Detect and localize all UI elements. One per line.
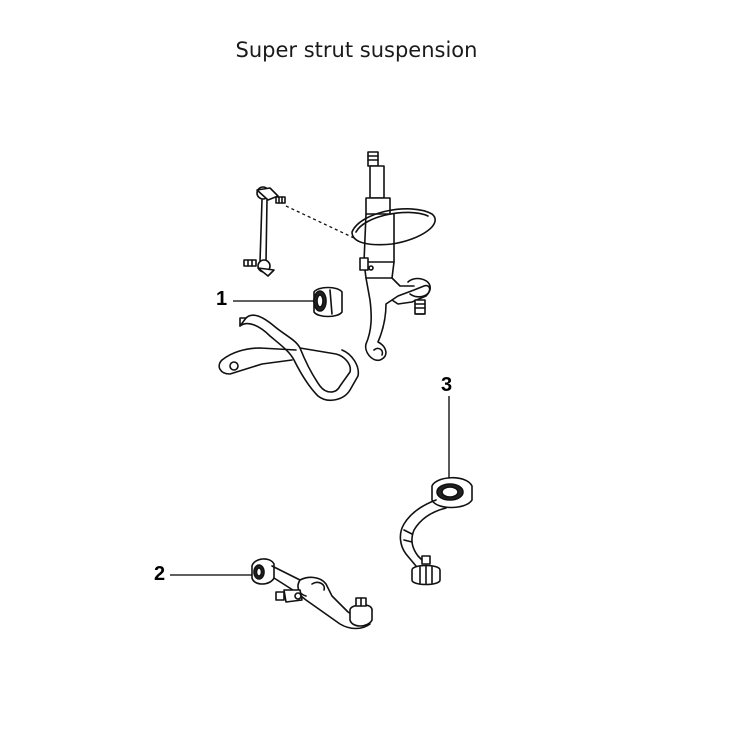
stabilizer-bar (218, 314, 360, 402)
upper-control-arm (399, 476, 473, 586)
strut-assembly (351, 151, 436, 362)
callout-number-2: 2 (154, 563, 166, 585)
stabilizer-link (243, 186, 286, 277)
lower-control-arm (251, 558, 373, 630)
callout-number-1: 1 (216, 288, 228, 310)
assembly-guide-line (285, 205, 355, 239)
diagram-title: Super strut suspension (235, 38, 478, 62)
callout-number-3: 3 (441, 374, 453, 396)
stabilizer-bushing (313, 286, 343, 318)
